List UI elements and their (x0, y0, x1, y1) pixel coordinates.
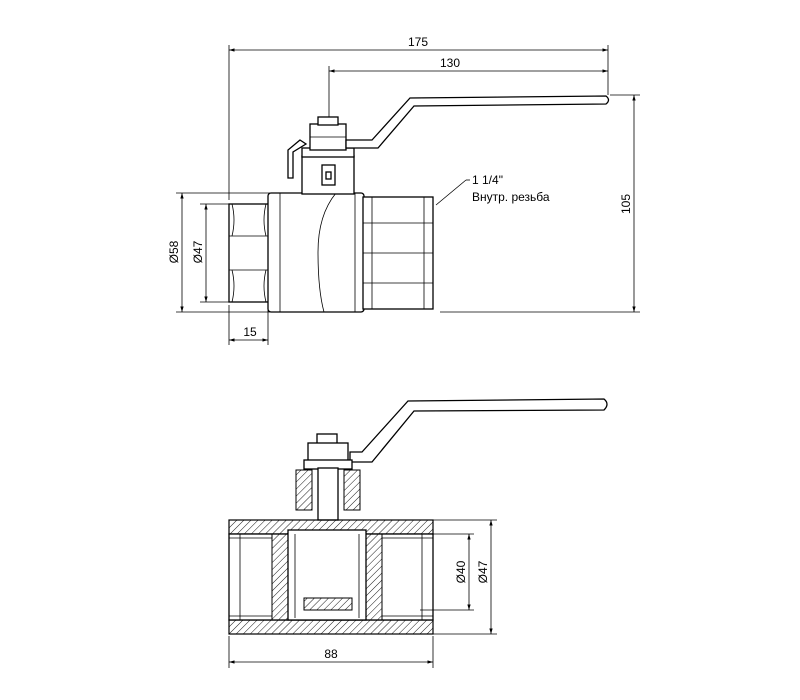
right-hex-end (362, 196, 434, 310)
dimension-bore-diameters: Ø40 Ø47 (420, 519, 497, 635)
thread-diameter-label: Ø47 (191, 240, 205, 263)
thread-annotation: 1 1/4" Внутр. резьба (435, 173, 550, 206)
section-thread-diameter-label: Ø47 (476, 560, 490, 583)
overall-length-label: 175 (408, 35, 428, 49)
height-label: 105 (619, 194, 633, 214)
stem-and-handle (287, 95, 610, 195)
handle-length-label: 130 (440, 56, 460, 70)
left-hex-end (228, 203, 270, 303)
dimension-height: 105 (440, 94, 640, 313)
dimension-handle-length: 130 (328, 56, 608, 120)
bore-diameter-label: Ø40 (454, 560, 468, 583)
section-view: Ø40 Ø47 88 (228, 398, 608, 668)
section-body (228, 519, 434, 635)
dimension-outer-diameter: Ø58 (167, 192, 280, 313)
front-view: 175 130 105 Ø58 Ø47 (167, 35, 640, 345)
section-handle (349, 398, 608, 463)
outer-diameter-label: Ø58 (167, 240, 181, 263)
thread-length-label: 15 (243, 325, 257, 339)
valve-body (267, 192, 365, 313)
dimension-thread-length: 15 (228, 305, 269, 345)
body-length-label: 88 (324, 647, 338, 661)
dimension-overall-length: 175 (228, 35, 609, 200)
section-stem (295, 433, 361, 521)
thread-size-label: 1 1/4" (472, 173, 503, 187)
thread-type-label: Внутр. резьба (472, 190, 550, 204)
dimension-body-length: 88 (228, 636, 434, 668)
dimension-thread-diameter: Ø47 (191, 203, 230, 303)
